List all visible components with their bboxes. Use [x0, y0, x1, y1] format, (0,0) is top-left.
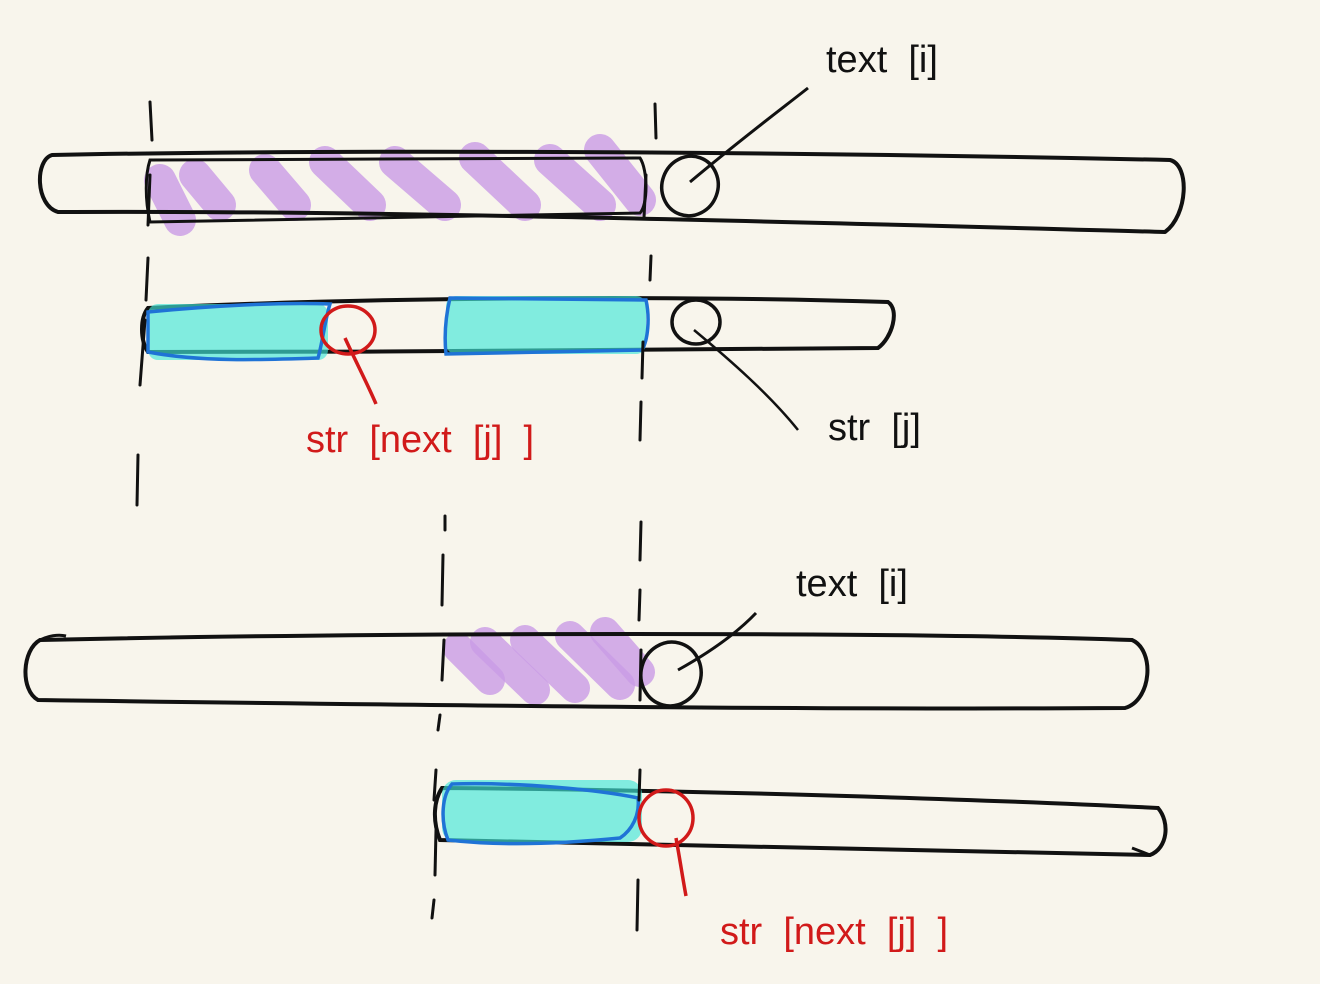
bottom-text-strip	[23, 632, 1150, 711]
top-text-i-label: text [i]	[826, 39, 938, 81]
top-text-i-circle	[660, 154, 720, 218]
bottom-text-matched-highlight	[443, 617, 655, 705]
top-str-next-j-pointer	[343, 337, 378, 405]
top-str-j-label: str [j]	[828, 407, 921, 449]
bottom-text-i-label: text [i]	[796, 563, 908, 605]
bottom-text-i-pointer	[677, 611, 758, 672]
top-str-j-circle	[670, 298, 722, 346]
top-text-i-pointer	[689, 86, 809, 184]
top-text-strip	[38, 149, 1186, 234]
top-text-matched-segment	[144, 156, 648, 224]
bottom-str-end-tick	[1131, 846, 1151, 857]
bottom-str-next-j-label: str [next [j] ]	[720, 911, 948, 953]
top-str-next-j-label: str [next [j] ]	[306, 419, 534, 461]
top-str-next-j-circle	[319, 304, 377, 356]
bottom-guide-lines	[430, 514, 643, 932]
top-guide-lines	[135, 100, 658, 507]
bottom-str-prefix-outline	[441, 781, 641, 846]
top-text-matched-highlight	[144, 134, 656, 236]
bottom-text-tick	[39, 633, 67, 642]
top-str-j-pointer	[693, 329, 799, 431]
bottom-str-prefix-highlight	[442, 780, 642, 842]
bottom-str-next-j-pointer	[674, 837, 688, 897]
top-str-suffix-highlight	[446, 296, 646, 354]
top-str-prefix-highlight	[148, 304, 328, 360]
bottom-str-next-j-circle	[637, 788, 695, 848]
